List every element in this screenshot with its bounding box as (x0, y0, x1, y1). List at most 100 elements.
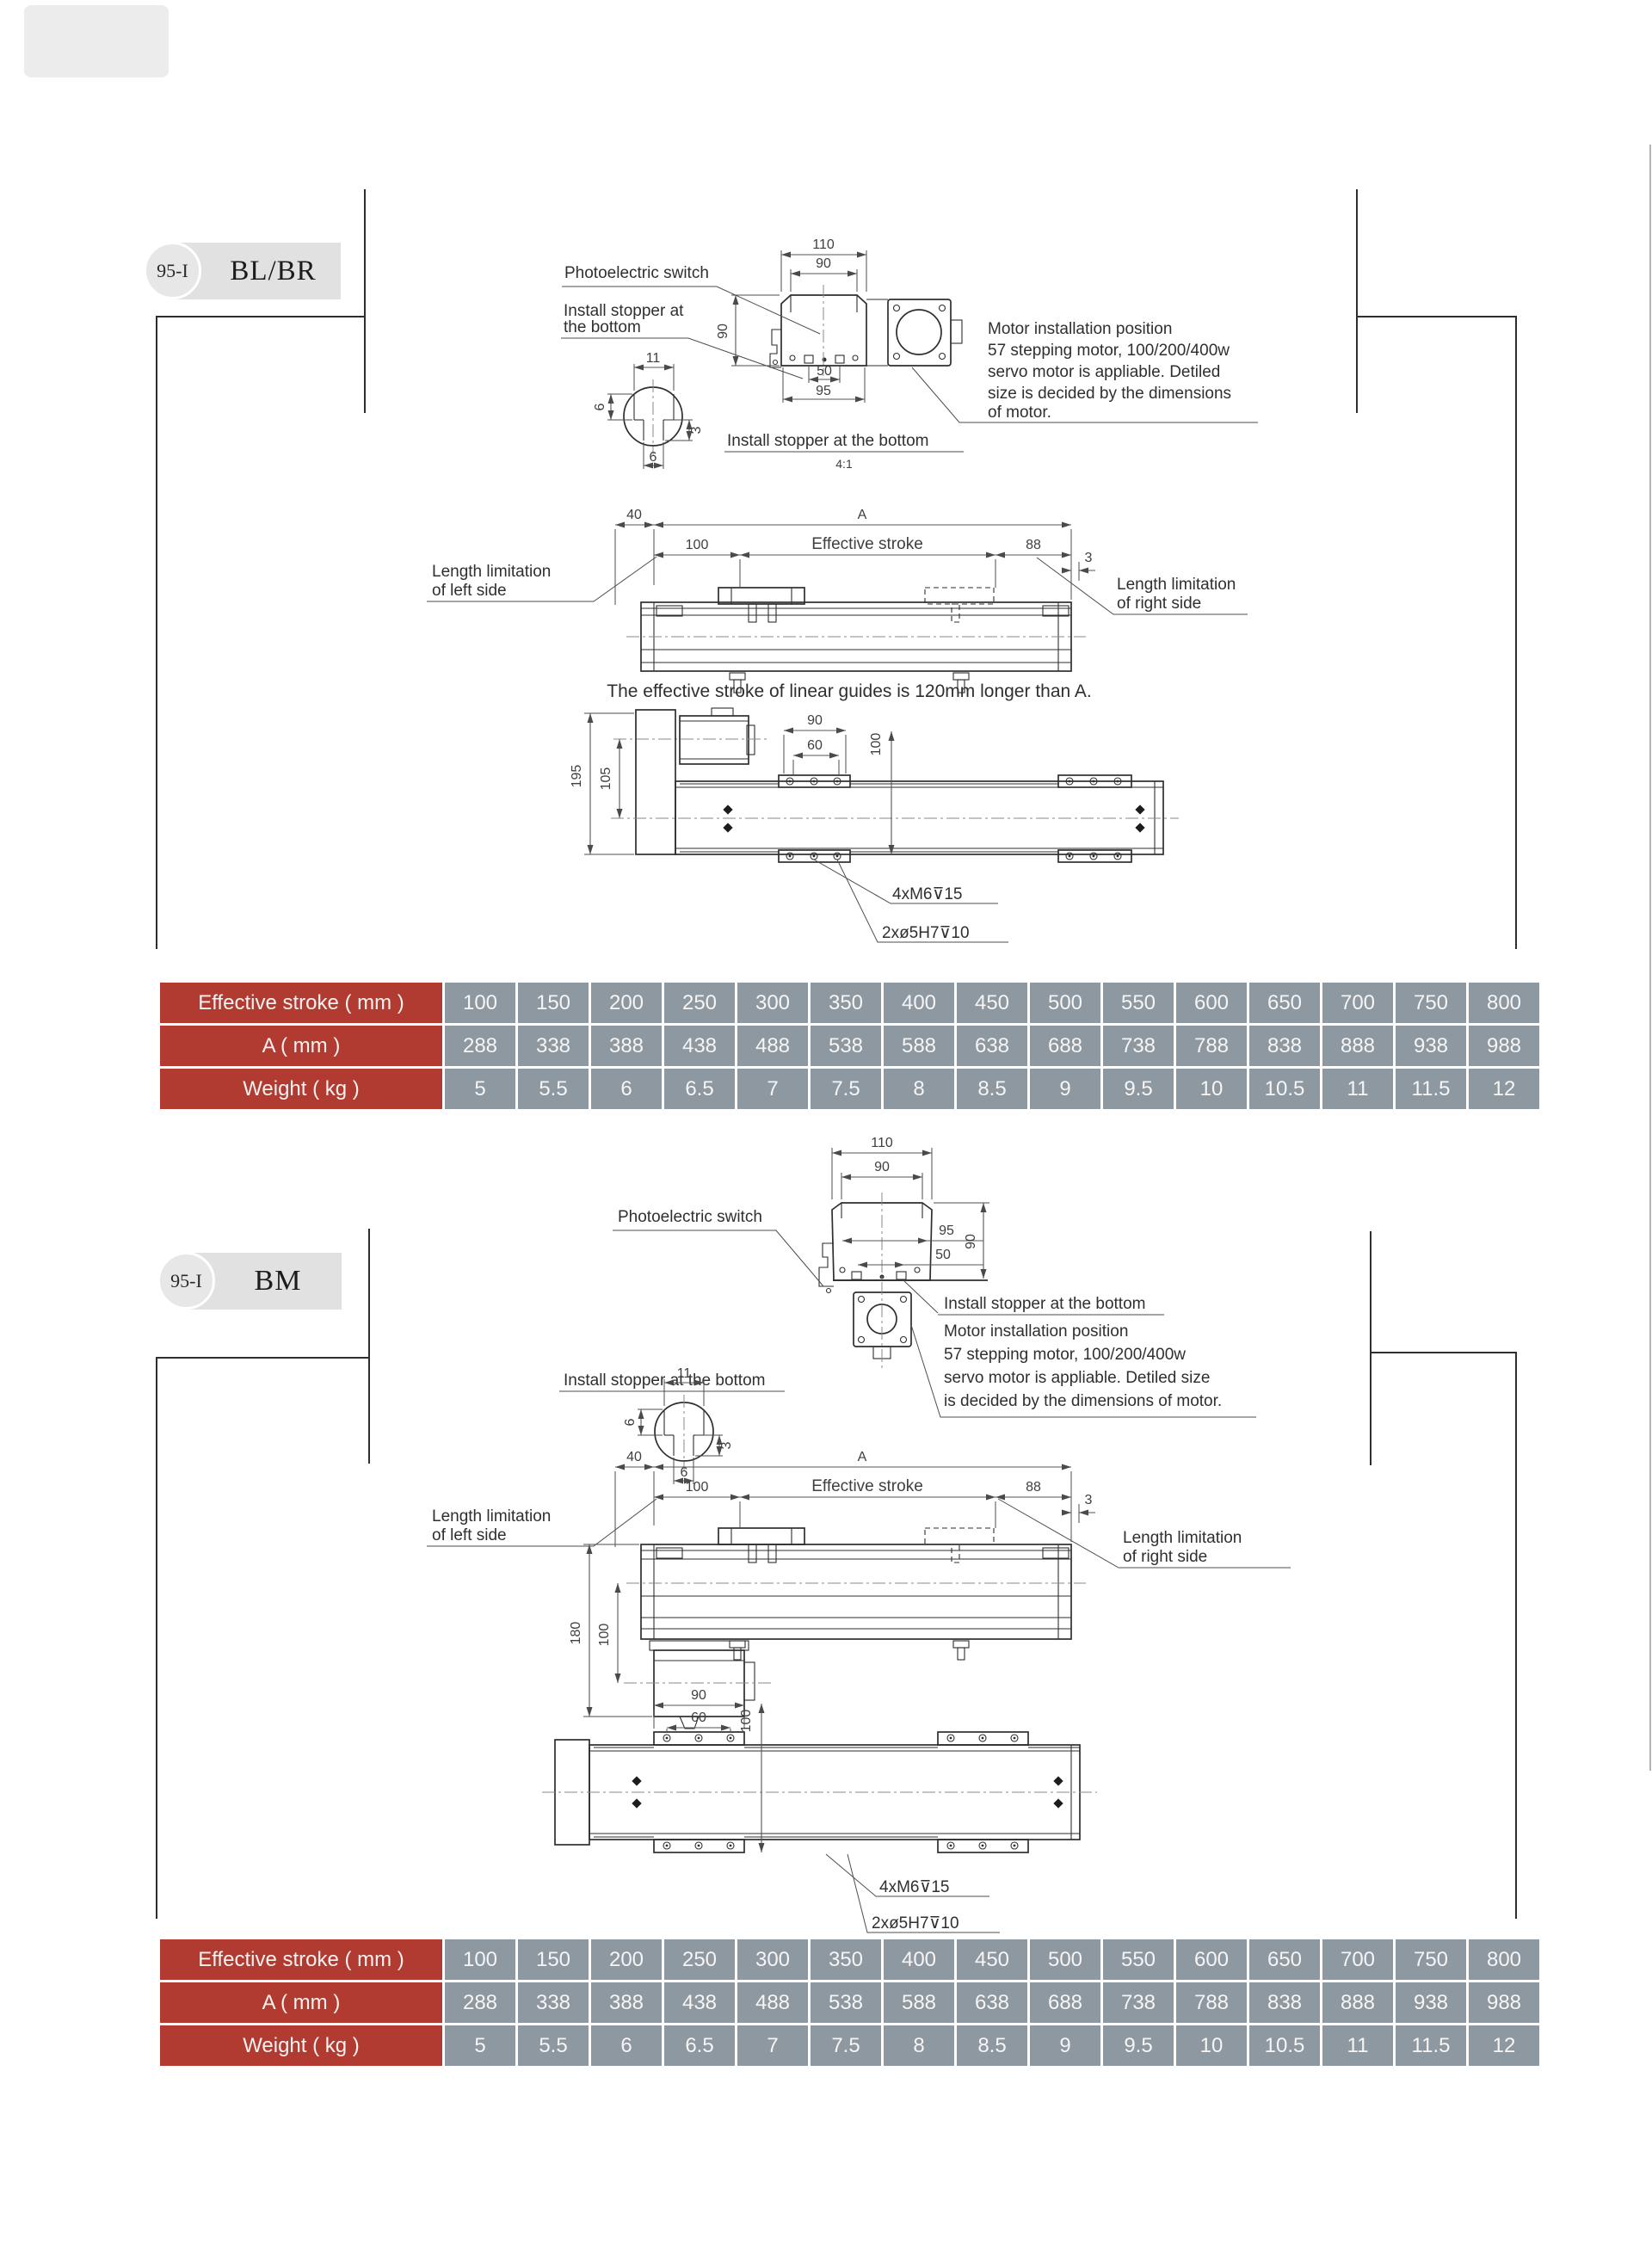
dim-100: 100 (686, 1480, 709, 1495)
motor-note-line5: of motor. (988, 404, 1051, 422)
dim-90-vert: 90 (716, 324, 730, 339)
frame-line (1370, 1352, 1517, 1353)
table-cell: 7.5 (811, 1069, 881, 1109)
frame-line (1356, 189, 1358, 413)
table-cell: 150 (518, 983, 589, 1023)
table-cell: 388 (591, 1982, 662, 2023)
table-cell: 200 (591, 1939, 662, 1980)
dim-60: 60 (807, 738, 823, 753)
dim-effective-stroke: Effective stroke (811, 535, 923, 553)
tslot-detail: 11 6 6 3 (593, 351, 704, 469)
dim-100: 100 (869, 733, 884, 756)
dim-3: 3 (1085, 1493, 1093, 1507)
install-stopper-label-line1: Install stopper at (564, 302, 684, 320)
dim-180: 180 (569, 1622, 583, 1645)
table-cell: 788 (1176, 1982, 1247, 2023)
table-cell: 350 (811, 983, 881, 1023)
top-view: 90 60 100 4xM6⊽15 2xø5H7⊽10 (542, 1688, 1097, 1933)
frame-line (364, 189, 366, 413)
table-cell: 438 (664, 1026, 735, 1066)
dim-6-bottom: 6 (650, 450, 657, 465)
motor-note-line4: size is decided by the dimensions (988, 385, 1231, 403)
tslot-detail: 11 6 6 3 (623, 1366, 734, 1484)
table-cell: 550 (1103, 1939, 1174, 1980)
length-limit-left-line2: of left side (432, 1526, 507, 1544)
table-cell: 400 (884, 983, 954, 1023)
table-cell: 12 (1469, 2025, 1539, 2066)
frame-line (368, 1229, 370, 1464)
frame-line (156, 316, 365, 317)
table-cell: 7.5 (811, 2025, 881, 2066)
dim-40: 40 (626, 1450, 642, 1464)
table-cell: 688 (1030, 1982, 1100, 2023)
length-limit-right-line2: of right side (1117, 595, 1201, 613)
dim-105: 105 (599, 767, 613, 791)
table-cell: 938 (1396, 1982, 1466, 2023)
table-cell: 488 (737, 1026, 808, 1066)
table-cell: 650 (1249, 1939, 1320, 1980)
dim-95: 95 (939, 1224, 954, 1238)
dim-A: A (858, 508, 867, 522)
drawing-bm: 110 90 95 50 90 Photoelectric switch Ins… (427, 1136, 1291, 1933)
dim-100: 100 (686, 538, 709, 552)
dim-3: 3 (719, 1441, 734, 1449)
table-cell: 788 (1176, 1026, 1247, 1066)
table-cell: 500 (1030, 1939, 1100, 1980)
series-badge: 95-I (157, 1252, 215, 1310)
dim-A: A (858, 1450, 867, 1464)
table-cell: 838 (1249, 1982, 1320, 2023)
table-cell: 9 (1030, 2025, 1100, 2066)
dim-90: 90 (816, 256, 831, 271)
frame-line (156, 316, 157, 949)
install-stopper-right-label: Install stopper at the bottom (944, 1295, 1145, 1313)
series-code: 95-I (170, 1269, 202, 1291)
table-cell: 11.5 (1396, 1069, 1466, 1109)
install-stopper-label-line2: the bottom (564, 318, 641, 336)
table-cell: 800 (1469, 983, 1539, 1023)
row-header: Weight ( kg ) (160, 1069, 442, 1109)
table-cell: 638 (957, 1026, 1027, 1066)
table-cell: 550 (1103, 983, 1174, 1023)
model-name: BM (254, 1265, 302, 1297)
table-cell: 350 (811, 1939, 881, 1980)
motor-note-line2: 57 stepping motor, 100/200/400w (944, 1346, 1186, 1364)
dim-6-side: 6 (593, 403, 607, 410)
motor-note-line1: Motor installation position (944, 1322, 1128, 1341)
dim-88: 88 (1026, 538, 1041, 552)
table-cell: 988 (1469, 1026, 1539, 1066)
table-cell: 738 (1103, 1982, 1174, 2023)
length-limit-left-line2: of left side (432, 582, 507, 600)
table-cell: 11.5 (1396, 2025, 1466, 2066)
table-cell: 5.5 (518, 2025, 589, 2066)
table-cell: 888 (1322, 1982, 1393, 2023)
table-cell: 288 (445, 1026, 515, 1066)
dim-100: 100 (739, 1710, 754, 1733)
table-cell: 8.5 (957, 2025, 1027, 2066)
dim-95: 95 (816, 384, 831, 398)
table-cell: 538 (811, 1982, 881, 2023)
dim-110: 110 (871, 1136, 893, 1150)
row-header: Effective stroke ( mm ) (160, 983, 442, 1023)
table-cell: 400 (884, 1939, 954, 1980)
table-cell: 8 (884, 1069, 954, 1109)
row-header: A ( mm ) (160, 1026, 442, 1066)
table-cell: 838 (1249, 1026, 1320, 1066)
table-cell: 500 (1030, 983, 1100, 1023)
model-badge-bar: BM (190, 1253, 342, 1310)
frame-line (1370, 1231, 1372, 1465)
table-cell: 5 (445, 1069, 515, 1109)
table-cell: 10 (1176, 2025, 1247, 2066)
table-cell: 9.5 (1103, 1069, 1174, 1109)
dim-60: 60 (691, 1710, 706, 1725)
table-cell: 450 (957, 983, 1027, 1023)
motor-note-line4: is decided by the dimensions of motor. (944, 1392, 1222, 1410)
dim-90: 90 (874, 1160, 890, 1174)
dim-40: 40 (626, 508, 642, 522)
install-stopper-bottom-caption: Install stopper at the bottom (727, 432, 928, 450)
table-cell: 600 (1176, 983, 1247, 1023)
table-cell: 688 (1030, 1026, 1100, 1066)
